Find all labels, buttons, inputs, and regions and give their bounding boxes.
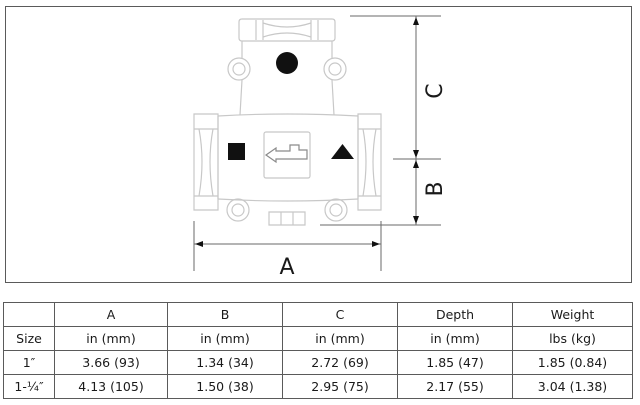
value-cell: 1.50 (38) <box>167 374 283 399</box>
size-cell: 1″ <box>3 350 55 375</box>
value-cell: 2.95 (75) <box>282 374 398 399</box>
dimension-label-c: C <box>423 83 448 98</box>
table-row: 1″ 3.66 (93) 1.34 (34) 2.72 (69) 1.85 (4… <box>3 350 633 375</box>
value-cell: 3.04 (1.38) <box>512 374 633 399</box>
unit-cell: in (mm) <box>282 326 398 351</box>
header-cell: B <box>167 302 283 327</box>
unit-cell: in (mm) <box>167 326 283 351</box>
header-cell <box>3 302 55 327</box>
unit-cell: in (mm) <box>54 326 168 351</box>
header-cell: Weight <box>512 302 633 327</box>
value-cell: 2.17 (55) <box>397 374 513 399</box>
header-cell: C <box>282 302 398 327</box>
size-cell: 1-¼″ <box>3 374 55 399</box>
unit-cell: Size <box>3 326 55 351</box>
triangle-port-marker-icon <box>331 144 354 159</box>
dimension-label-b: B <box>423 181 448 196</box>
circle-port-marker-icon <box>276 52 298 74</box>
square-port-marker-icon <box>228 143 245 160</box>
table-row: 1-¼″ 4.13 (105) 1.50 (38) 2.95 (75) 2.17… <box>3 374 633 399</box>
value-cell: 3.66 (93) <box>54 350 168 375</box>
unit-cell: in (mm) <box>397 326 513 351</box>
valve-diagram-panel: C B A <box>5 6 632 283</box>
value-cell: 2.72 (69) <box>282 350 398 375</box>
valve-drawing: C B A <box>193 15 448 280</box>
header-cell: A <box>54 302 168 327</box>
value-cell: 4.13 (105) <box>54 374 168 399</box>
value-cell: 1.85 (0.84) <box>512 350 633 375</box>
flow-arrow-icon <box>264 144 308 164</box>
unit-cell: lbs (kg) <box>512 326 633 351</box>
header-cell: Depth <box>397 302 513 327</box>
value-cell: 1.34 (34) <box>167 350 283 375</box>
dimension-label-a: A <box>279 255 294 280</box>
table-unit-row: Size in (mm) in (mm) in (mm) in (mm) lbs… <box>3 326 633 351</box>
value-cell: 1.85 (47) <box>397 350 513 375</box>
table-header-row: A B C Depth Weight <box>3 302 633 327</box>
dimensions-table: A B C Depth Weight Size in (mm) in (mm) … <box>3 302 633 399</box>
